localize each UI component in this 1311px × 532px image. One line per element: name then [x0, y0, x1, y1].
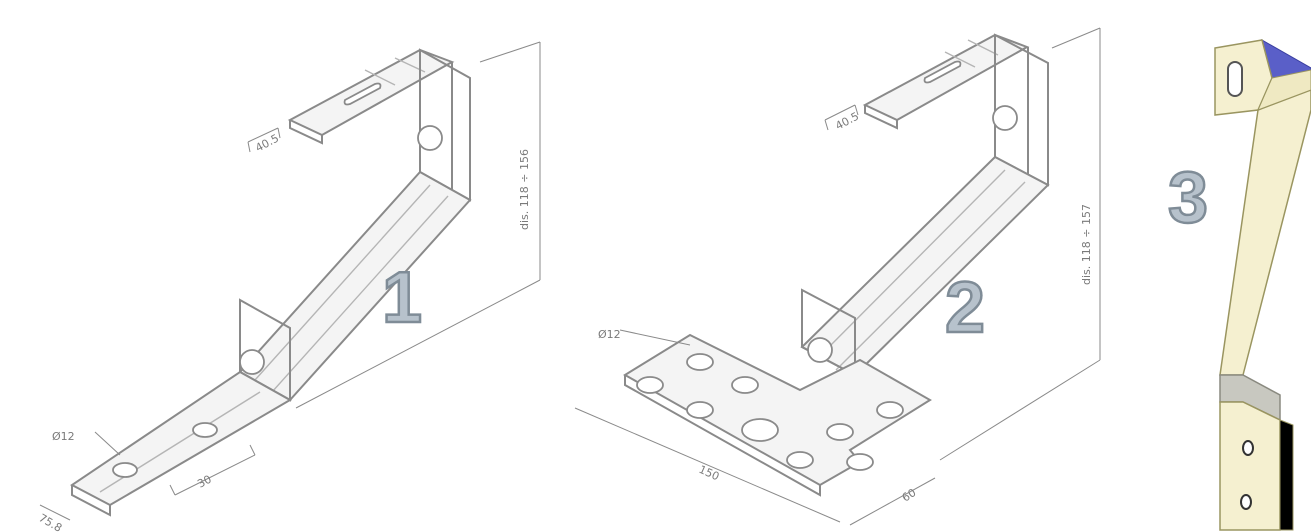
bracket-1-hole-dim: Ø12: [52, 430, 75, 443]
bracket-2-width-dim: 60: [900, 486, 919, 504]
bracket-1-number: 1: [382, 258, 422, 338]
bracket-3-model: [1214, 38, 1311, 531]
bracket-2-drawing: [574, 27, 1101, 526]
bracket-1-height-dim: dis. 118 ÷ 156: [518, 149, 531, 230]
bracket-2-hole-dim: Ø12: [598, 328, 621, 341]
bracket-3-number: 3: [1168, 158, 1208, 238]
bracket-1-tab-dim: 40.5: [253, 132, 281, 155]
bracket-2-height-dim: dis. 118 ÷ 157: [1080, 204, 1093, 285]
bracket-1-foot-dim: 75.8: [37, 511, 65, 532]
bracket-1-drawing: [39, 41, 541, 521]
bracket-2-tab-dim: 40.5: [833, 110, 861, 133]
bracket-1-slot-dim: 30: [195, 473, 213, 491]
bracket-2-length-dim: 150: [697, 463, 721, 483]
bracket-2-number: 2: [945, 268, 985, 348]
